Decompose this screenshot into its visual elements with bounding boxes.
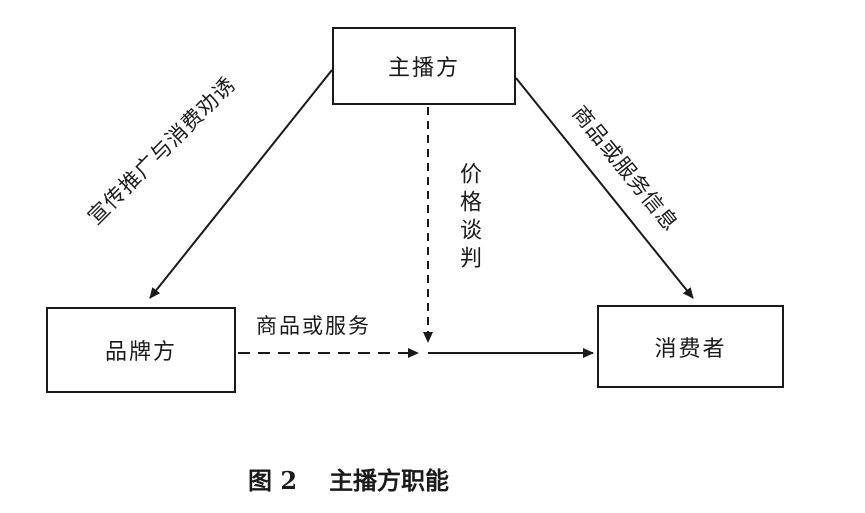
arrow-anchor-to-consumer [515,77,694,299]
node-anchor-label: 主播方 [387,56,460,81]
node-brand-label: 品牌方 [104,340,177,365]
edge-label-price-negotiation: 价格谈判 [456,162,481,274]
node-consumer: 消费者 [597,305,784,388]
node-consumer-label: 消费者 [654,336,727,362]
node-brand: 品牌方 [46,307,236,393]
figure-caption: 图 2 主播方职能 [248,461,449,496]
arrow-anchor-to-brand [149,69,333,299]
figure-number: 图 2 [248,466,298,495]
edge-label-goods-services: 商品或服务 [256,314,371,338]
node-anchor: 主播方 [332,27,516,105]
figure-title: 主播方职能 [329,466,450,495]
